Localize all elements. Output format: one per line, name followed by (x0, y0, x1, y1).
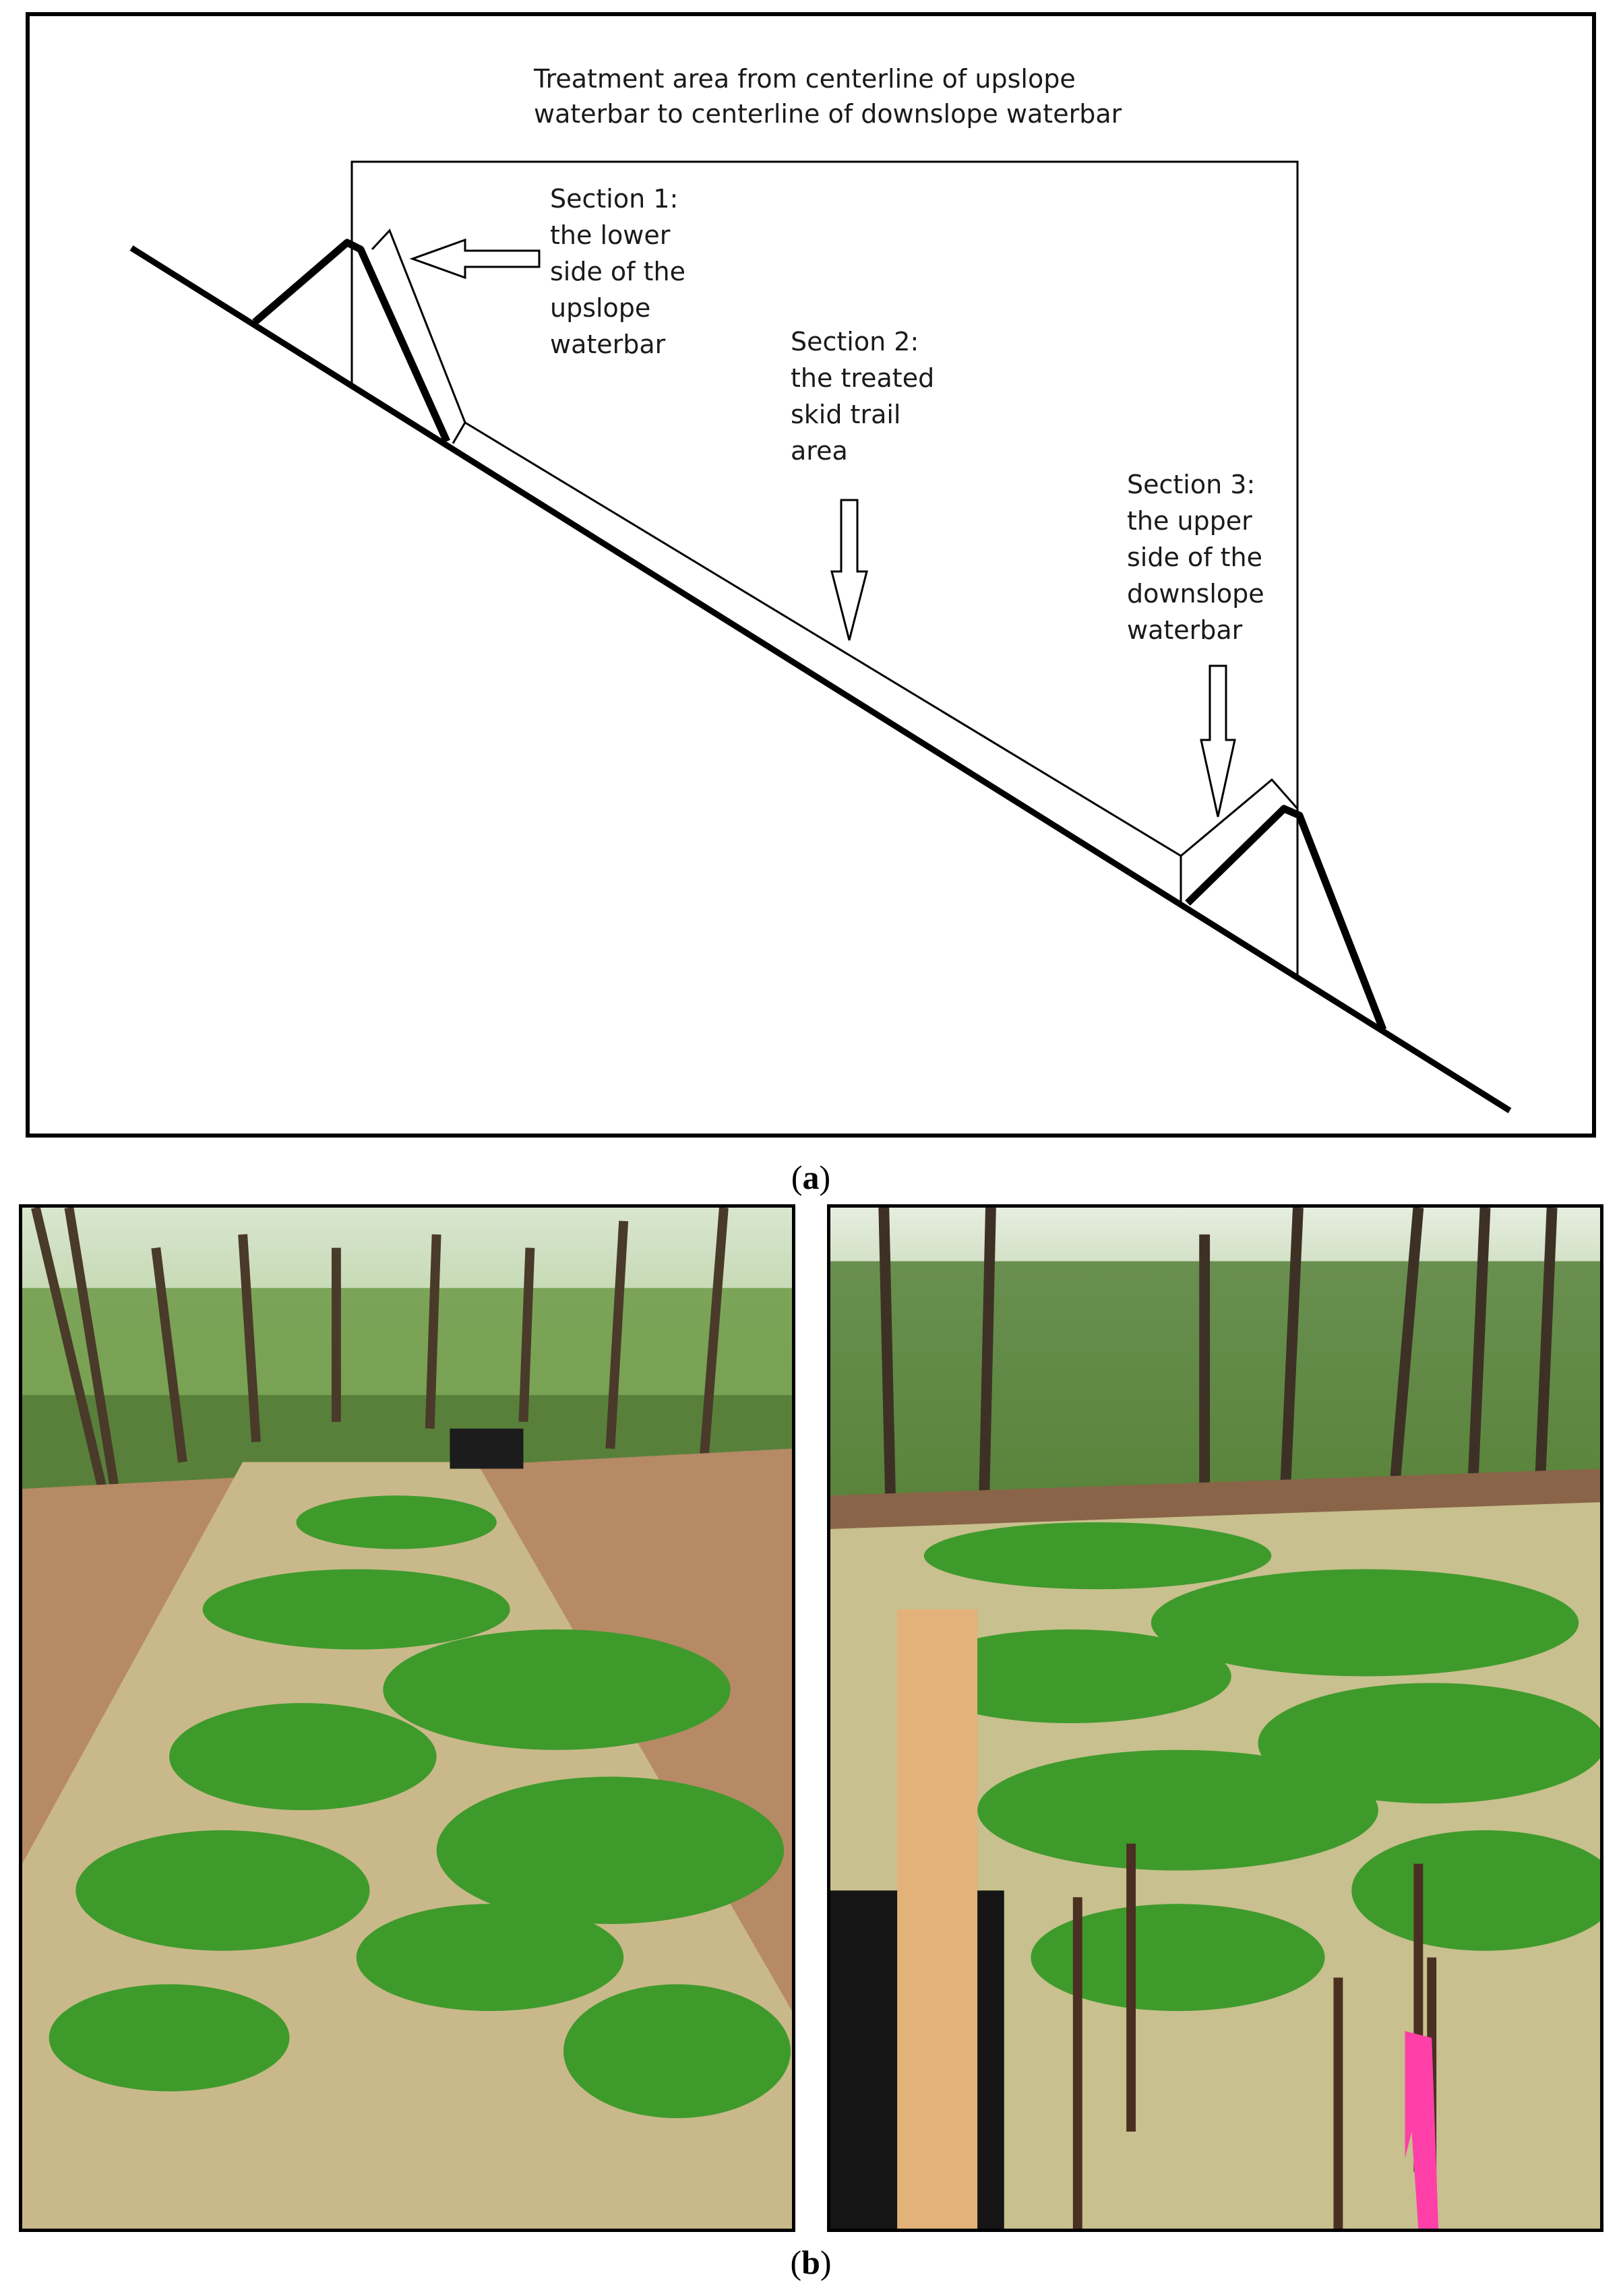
section3-label: Section 3: the upper side of the downslo… (1127, 470, 1273, 645)
upslope-waterbar (252, 239, 451, 443)
label-line: Treatment area from centerline of upslop… (533, 64, 1076, 94)
label-line: side of the (550, 257, 685, 286)
wooden-stake (897, 1609, 978, 2229)
photo-skid-trail-right (827, 1204, 1603, 2232)
grass-patches (49, 1495, 791, 2119)
culvert (450, 1428, 524, 1469)
caption-a: (a) (791, 1158, 831, 1196)
label-line: waterbar to centerline of downslope wate… (534, 99, 1122, 129)
waterbar-diagram: Treatment area from centerline of upslop… (129, 64, 1512, 1113)
label-line: the treated (791, 363, 934, 393)
downslope-waterbar (1185, 805, 1387, 1031)
treatment-area-bracket (350, 160, 1299, 976)
pink-flag (1405, 2030, 1439, 2229)
label-line: waterbar (550, 330, 666, 359)
caption-b: (b) (790, 2243, 832, 2281)
caption-letter: b (801, 2243, 820, 2281)
label-line: downslope (1127, 579, 1264, 609)
ground-slope-line (129, 245, 1512, 1113)
label-line: skid trail (791, 400, 901, 429)
label-line: the upper (1127, 506, 1252, 536)
label-line: Section 1: (550, 184, 678, 214)
label-line: upslope (550, 293, 650, 323)
treatment-layer-edge (452, 422, 466, 444)
diagram-frame (26, 12, 1596, 1138)
section2-arrow (830, 499, 868, 641)
treatment-layer-outline (371, 228, 1299, 857)
label-line: area (791, 436, 848, 466)
section2-label: Section 2: the treated skid trail area (791, 327, 942, 466)
section3-arrow (1200, 664, 1236, 817)
tree-trunks (878, 1208, 1558, 1523)
label-line: Section 2: (791, 327, 919, 356)
label-line: side of the (1127, 542, 1262, 572)
label-line: Section 3: (1127, 470, 1255, 499)
section1-label: Section 1: the lower side of the upslope… (550, 184, 694, 359)
label-line: waterbar (1127, 615, 1243, 645)
label-line: the lower (550, 220, 671, 250)
photo-skid-trail-left (19, 1204, 795, 2232)
treatment-area-label: Treatment area from centerline of upslop… (533, 64, 1122, 129)
tree-trunks (31, 1208, 729, 1497)
caption-letter: a (802, 1158, 820, 1196)
section1-arrow (409, 238, 541, 280)
